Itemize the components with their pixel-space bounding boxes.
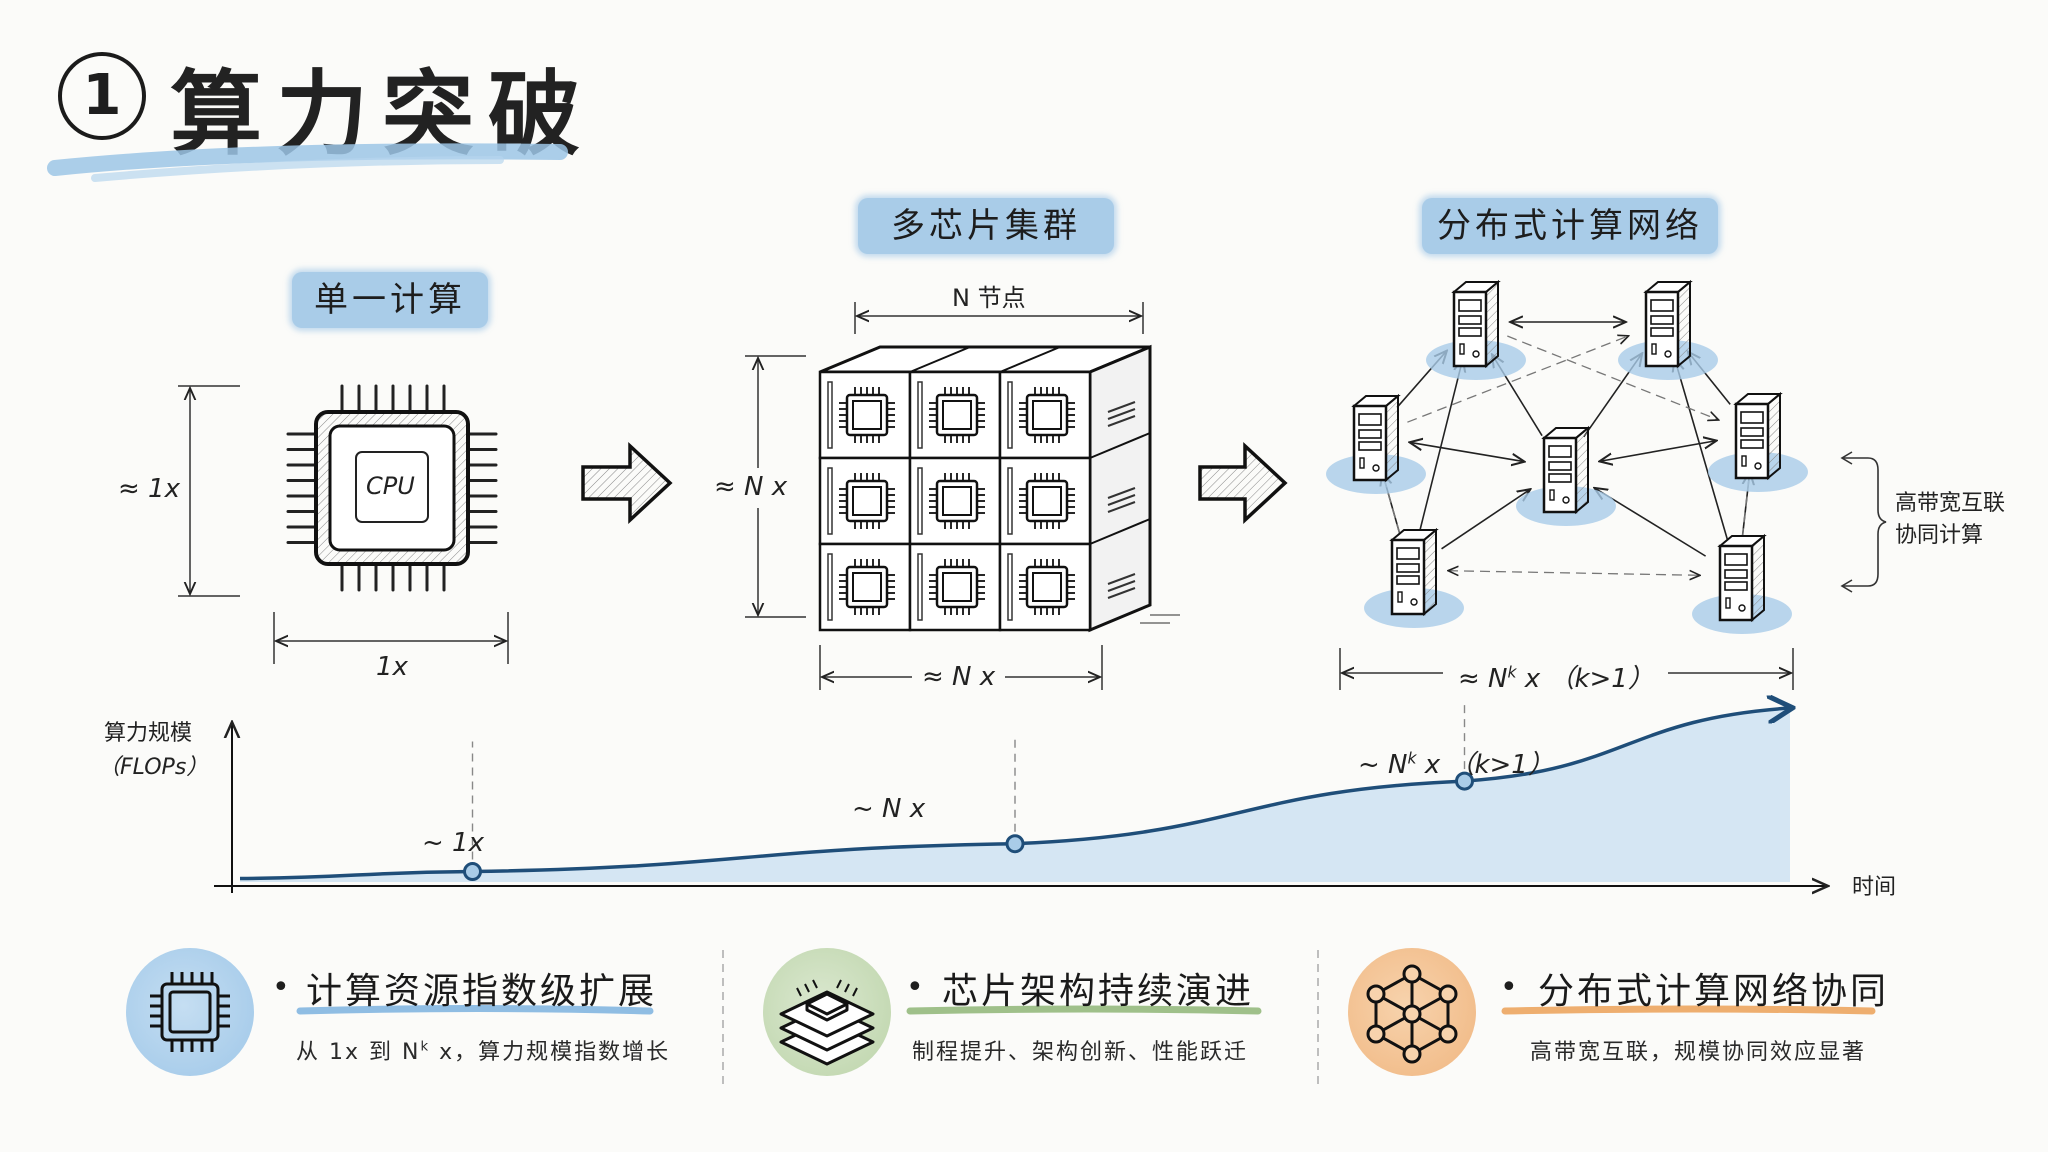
bullet-2: •: [906, 970, 924, 1005]
cluster-width-label: ≈ N x: [922, 662, 996, 692]
cluster-chip-cell: [818, 542, 912, 632]
feature-icon-bg-3: [1348, 948, 1476, 1076]
chart-ylabel-line1: 算力规模: [104, 721, 193, 746]
cluster-top-dimension: [854, 302, 1144, 334]
cluster-chip-cell: [908, 542, 1002, 632]
server-icon: [1364, 527, 1464, 628]
stage-label-distributed: 分布式计算网络: [1422, 198, 1718, 254]
server-icon: [1708, 391, 1808, 492]
label-base: ≈ N: [1458, 664, 1508, 694]
subtitle-post: x，算力规模指数增长: [430, 1040, 671, 1065]
progression-arrow-1: [581, 441, 673, 525]
data-point: [463, 862, 482, 882]
link: [1599, 441, 1716, 462]
cpu-height-label: ≈ 1x: [118, 474, 180, 504]
growth-chart: [214, 701, 1828, 893]
cluster-chip-cell: [998, 542, 1092, 632]
point-label-3: ~ Nk x （k>1）: [1358, 744, 1554, 781]
cluster-chip-cell: [998, 370, 1092, 460]
annotation-line-2: 协同计算: [1895, 523, 1984, 548]
feature-title-3: 分布式计算网络协同: [1538, 971, 1890, 1012]
network-width-label: ≈ Nk x （k>1）: [1458, 658, 1654, 695]
cluster-height-dimension: [745, 355, 806, 618]
stage-label-single: 单一计算: [292, 272, 488, 328]
progression-arrow-2: [1198, 441, 1288, 525]
feature-subtitle-3: 高带宽互联，规模协同效应显著: [1530, 1040, 1867, 1065]
cluster-chip-cell: [998, 456, 1092, 546]
subtitle-exponent: k: [420, 1039, 431, 1055]
feature-title-1: 计算资源指数级扩展: [306, 971, 658, 1012]
cpu-chip-icon: [150, 972, 230, 1052]
feature-icon-bg-1: [126, 948, 254, 1076]
server-icon: [1618, 279, 1718, 380]
cluster-width-dimension: [819, 645, 1103, 690]
link: [1409, 442, 1524, 461]
label-rest: x （k>1）: [1516, 664, 1654, 694]
point-label-2: ~ N x: [852, 794, 926, 824]
data-point: [1455, 771, 1474, 791]
feature-icon-bg-2: [763, 948, 891, 1076]
bracket-annotation: [1840, 451, 1887, 593]
server-icon: [1516, 425, 1616, 526]
point-label-1: ~ 1x: [422, 828, 484, 858]
label-rest: x （k>1）: [1416, 750, 1554, 780]
label-exponent: k: [1407, 749, 1417, 768]
cpu-chip-icon: [286, 384, 498, 592]
chart-xlabel: 时间: [1852, 875, 1897, 900]
cluster-chip-cell: [818, 370, 912, 460]
feature-underline-1: [296, 1005, 654, 1015]
cluster-chip-cell: [908, 456, 1002, 546]
feature-subtitle-2: 制程提升、架构创新、性能跃迁: [912, 1040, 1249, 1065]
dashed-link: [1407, 336, 1628, 423]
bullet-1: •: [272, 970, 290, 1005]
chart-ylabel-line2: （FLOPs）: [98, 755, 209, 780]
cluster-top-label: N 节点: [952, 284, 1026, 312]
feature-subtitle-1: 从 1x 到 Nk x，算力规模指数增长: [296, 1034, 670, 1066]
cluster-chip-cell: [908, 370, 1002, 460]
label-base: ~ N: [1358, 750, 1408, 780]
server-icon: [1426, 279, 1526, 380]
cpu-label: CPU: [366, 472, 415, 500]
link: [1418, 359, 1463, 534]
network-links: [1382, 322, 1749, 575]
dashed-link: [1448, 571, 1700, 576]
annotation-line-1: 高带宽互联: [1895, 491, 2006, 516]
server-icon: [1326, 393, 1426, 494]
cluster-chip-cell: [818, 456, 912, 546]
cluster-height-label: ≈ N x: [714, 472, 788, 502]
stacked-chip-layers-icon: [779, 979, 875, 1066]
bullet-3: •: [1500, 970, 1518, 1005]
growth-curve: [239, 708, 1790, 881]
feature-underline-3: [1501, 1005, 1876, 1015]
subtitle-pre: 从 1x 到 N: [296, 1040, 421, 1065]
server-icon: [1692, 533, 1792, 634]
label-exponent: k: [1507, 663, 1517, 682]
cube-shadow: [1140, 614, 1180, 624]
data-point: [1005, 834, 1025, 854]
feature-title-2: 芯片架构持续演进: [942, 971, 1255, 1012]
feature-underline-2: [906, 1005, 1262, 1015]
curve-area-fill: [240, 708, 1790, 882]
chip-cluster-cube: [818, 344, 1180, 633]
cpu-width-label: 1x: [376, 652, 408, 682]
link: [1441, 489, 1531, 550]
cpu-height-dimension: [178, 385, 240, 597]
server-network: [1326, 279, 1808, 634]
network-width-dimension: [1339, 648, 1794, 690]
section-number-badge: 1: [58, 52, 146, 140]
dashed-link: [1507, 335, 1718, 420]
link: [1675, 358, 1729, 540]
network-nodes-icon: [1366, 964, 1458, 1064]
stage-label-cluster: 多芯片集群: [858, 198, 1114, 254]
cpu-width-dimension: [273, 612, 509, 664]
